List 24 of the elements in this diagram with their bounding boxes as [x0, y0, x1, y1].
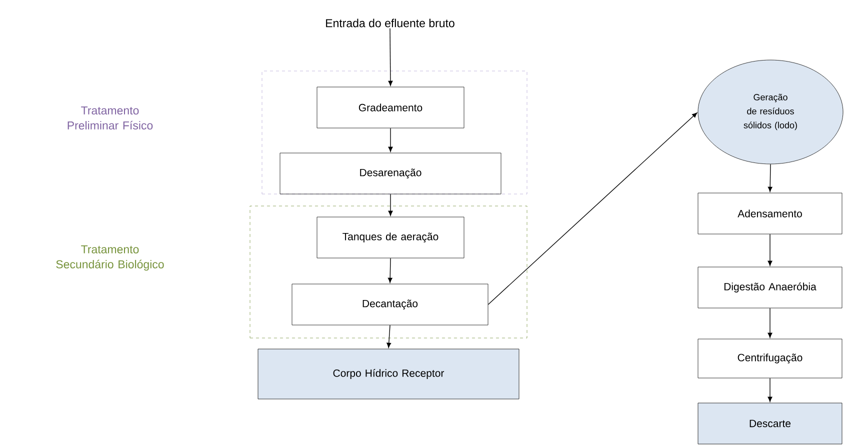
output-box: Descarte: [698, 402, 842, 444]
process-box: Tanques de aeração: [316, 216, 464, 258]
arrow: [768, 378, 772, 402]
arrow: [488, 112, 698, 305]
input-label: Entrada do efluente bruto: [326, 18, 454, 28]
process-box: Digestão Anaeróbia: [698, 266, 842, 308]
arrow: [388, 28, 393, 86]
process-box: Adensamento: [698, 192, 842, 234]
process-box: Desarenação: [280, 152, 502, 194]
stage-heading: Tratamento Secundário Biológico: [56, 245, 164, 271]
arrow: [386, 324, 392, 348]
arrow: [768, 164, 772, 192]
arrow: [388, 194, 393, 216]
process-box: Decantação: [292, 284, 488, 326]
arrow: [388, 258, 392, 283]
output-box: Corpo Hídrico Receptor: [258, 348, 520, 400]
stage-group: [250, 206, 528, 338]
arrow: [388, 128, 393, 152]
arrow: [768, 308, 772, 338]
arrow: [768, 234, 772, 266]
stage-group: [262, 70, 528, 194]
stage-heading: Tratamento Preliminar Físico: [68, 106, 153, 130]
process-box: Centrifugação: [698, 338, 842, 378]
process-box: Gradeamento: [316, 86, 464, 128]
